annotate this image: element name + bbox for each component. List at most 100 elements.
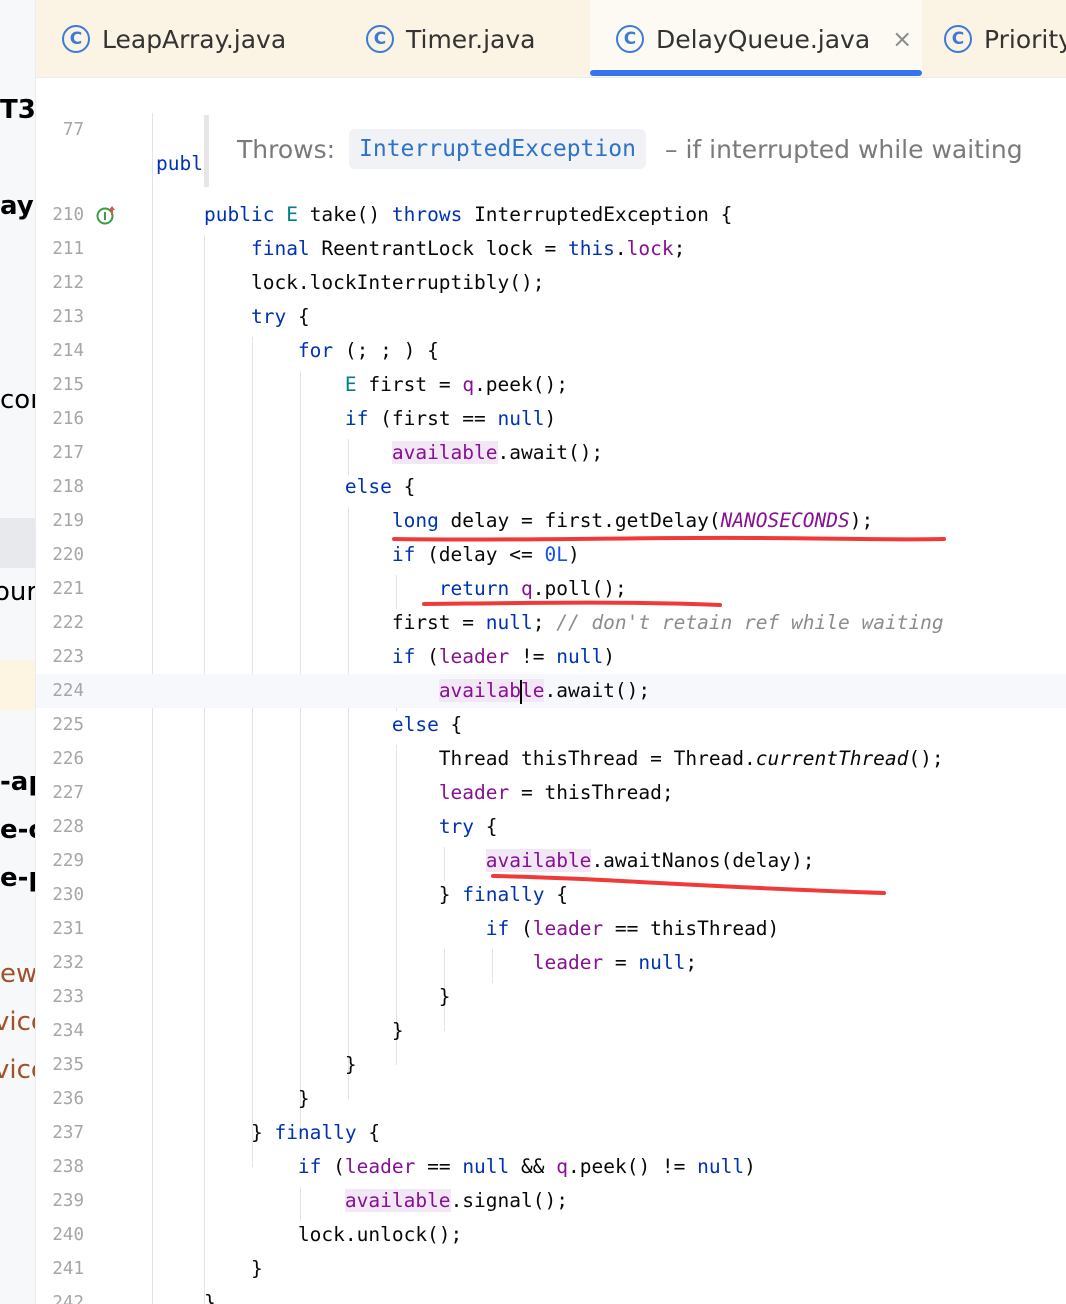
- code-line: 230 } finally {: [36, 878, 1066, 912]
- line-number: 219: [52, 511, 84, 531]
- code-line: 221 return q.poll();: [36, 572, 1066, 606]
- code-text: if (delay <= 0L): [391, 543, 580, 566]
- project-tree-item[interactable]: com: [0, 385, 35, 415]
- line-number: 77: [62, 120, 84, 140]
- code-text: }: [204, 1257, 263, 1280]
- code-line-current: 224 available.await();: [36, 674, 1066, 708]
- line-number: 216: [52, 409, 84, 429]
- javadoc-render-block[interactable]: Throws: InterruptedException – if interr…: [204, 115, 1066, 187]
- line-number: 211: [52, 239, 84, 259]
- code-text: if (leader == null && q.peek() != null): [297, 1155, 756, 1178]
- code-line: 223 if (leader != null): [36, 640, 1066, 674]
- code-text: }: [204, 1053, 357, 1076]
- project-tree-item[interactable]: T35: [0, 95, 36, 125]
- code-line: 232 leader = null;: [36, 946, 1066, 980]
- code-text: try {: [438, 815, 498, 838]
- line-number: 237: [52, 1123, 84, 1143]
- code-text: available.signal();: [344, 1189, 568, 1212]
- code-line: 222 first = null; // don't retain ref wh…: [36, 606, 1066, 640]
- code-line: 238 if (leader == null && q.peek() != nu…: [36, 1150, 1066, 1184]
- line-number: 226: [52, 749, 84, 769]
- code-line: 242}: [36, 1286, 1066, 1304]
- tab-delayqueue[interactable]: C DelayQueue.java ×: [590, 0, 922, 77]
- line-number: 228: [52, 817, 84, 837]
- line-number: 235: [52, 1055, 84, 1075]
- active-tab-indicator: [590, 70, 922, 76]
- project-tree-item[interactable]: e-c: [0, 815, 35, 845]
- indent-guide: [492, 949, 493, 983]
- indent-guide: [396, 575, 397, 609]
- code-line: 240 lock.unlock();: [36, 1218, 1066, 1252]
- project-panel[interactable]: T35 ay com ourc -ap e-c e-p ewa vice vice: [0, 0, 36, 1304]
- line-number: 223: [52, 647, 84, 667]
- code-text: leader = null;: [532, 951, 698, 974]
- code-line: 233 }: [36, 980, 1066, 1014]
- line-number: 236: [52, 1089, 84, 1109]
- indent-guide: [396, 745, 397, 1065]
- code-text: leader = thisThread;: [438, 781, 674, 804]
- code-editor[interactable]: 77 public class DelayQueue<E extends Del…: [36, 79, 1066, 1304]
- tab-label: DelayQueue.java: [656, 24, 871, 54]
- line-number: 225: [52, 715, 84, 735]
- indent-guide: [348, 507, 349, 1099]
- line-number: 227: [52, 783, 84, 803]
- code-text: }: [204, 1019, 404, 1042]
- doc-throws-label: Throws:: [237, 135, 336, 164]
- code-line: 225 else {: [36, 708, 1066, 742]
- code-line: 220 if (delay <= 0L): [36, 538, 1066, 572]
- java-class-icon: C: [62, 25, 90, 53]
- code-text: try {: [250, 305, 310, 328]
- java-class-icon: C: [366, 25, 394, 53]
- code-text: lock.lockInterruptibly();: [204, 271, 545, 294]
- indent-guide: [152, 113, 153, 1304]
- java-class-icon: C: [944, 25, 972, 53]
- code-text: }: [204, 1087, 310, 1110]
- code-line: 228 try {: [36, 810, 1066, 844]
- code-text: }: [204, 985, 451, 1008]
- code-text: else {: [391, 713, 463, 736]
- indent-guide: [444, 847, 445, 881]
- indent-guide: [300, 1187, 301, 1221]
- project-tree-item[interactable]: -ap: [0, 767, 35, 797]
- code-line: 215 E first = q.peek();: [36, 368, 1066, 402]
- code-line: 234 }: [36, 1014, 1066, 1048]
- override-method-icon[interactable]: [96, 204, 118, 226]
- code-text: if (leader != null): [391, 645, 615, 668]
- line-number: 234: [52, 1021, 84, 1041]
- project-tree-item[interactable]: ewa: [0, 959, 36, 989]
- line-number: 231: [52, 919, 84, 939]
- project-tree-item[interactable]: vice: [0, 1007, 35, 1037]
- line-number: 239: [52, 1191, 84, 1211]
- doc-description: – if interrupted while waiting: [665, 135, 1023, 164]
- code-line: 219 long delay = first.getDelay(NANOSECO…: [36, 504, 1066, 538]
- code-text: for (; ; ) {: [297, 339, 439, 362]
- close-icon[interactable]: ×: [892, 25, 913, 53]
- indent-guide: [348, 439, 349, 475]
- indent-guide: [204, 235, 205, 1304]
- project-tree-item[interactable]: ourc: [0, 577, 36, 607]
- indent-guide: [252, 337, 253, 1167]
- tab-label: Priority: [984, 24, 1066, 54]
- tab-priority[interactable]: C Priority: [944, 0, 1066, 77]
- line-number: 210: [52, 205, 84, 225]
- tab-timer[interactable]: C Timer.java: [366, 0, 536, 77]
- project-tree-item[interactable]: ay: [0, 191, 34, 221]
- code-line: 235 }: [36, 1048, 1066, 1082]
- line-number: 221: [52, 579, 84, 599]
- code-line: 212 lock.lockInterruptibly();: [36, 266, 1066, 300]
- project-tree-item[interactable]: e-p: [0, 863, 35, 893]
- project-tree-item[interactable]: vice: [0, 1055, 35, 1085]
- code-line: 229 available.awaitNanos(delay);: [36, 844, 1066, 878]
- line-number: 212: [52, 273, 84, 293]
- indent-guide: [444, 949, 445, 1031]
- project-selected-row: [0, 518, 35, 568]
- code-text: first = null; // don't retain ref while …: [204, 611, 944, 634]
- tab-leaparray[interactable]: C LeapArray.java: [62, 0, 287, 77]
- code-line: 226 Thread thisThread = Thread.currentTh…: [36, 742, 1066, 776]
- doc-exception-link[interactable]: InterruptedException: [349, 129, 646, 169]
- indent-guide: [300, 371, 301, 1133]
- line-number: 233: [52, 987, 84, 1007]
- tab-label: LeapArray.java: [102, 24, 287, 54]
- code-line: 231 if (leader == thisThread): [36, 912, 1066, 946]
